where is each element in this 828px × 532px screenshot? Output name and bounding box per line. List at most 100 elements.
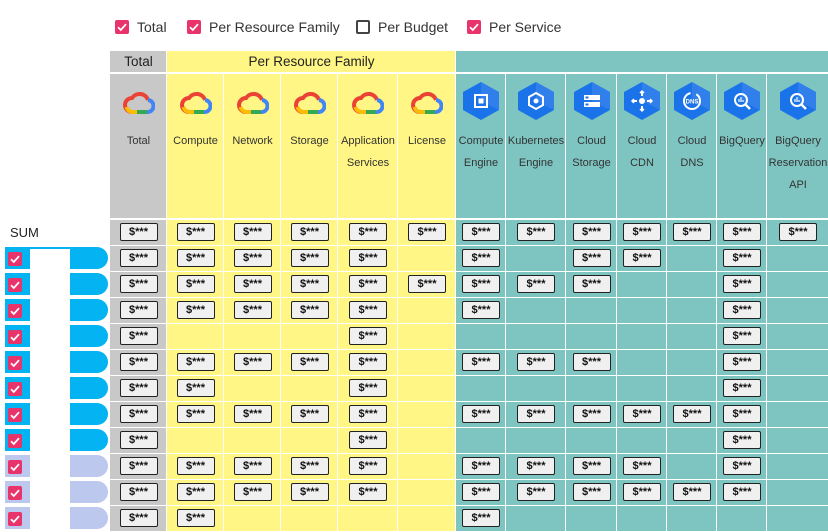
cost-value-button[interactable]: $***: [723, 431, 761, 449]
row-checkbox[interactable]: [8, 460, 22, 474]
cost-value-button[interactable]: $***: [623, 249, 661, 267]
row-checkbox[interactable]: [8, 252, 22, 266]
cost-value-button[interactable]: $***: [462, 483, 500, 501]
cost-value-button[interactable]: $***: [176, 509, 215, 527]
cost-value-button[interactable]: $***: [462, 223, 500, 241]
cost-value-button[interactable]: $***: [176, 249, 215, 267]
cost-value-button[interactable]: $***: [233, 275, 272, 293]
cost-value-button[interactable]: $***: [290, 301, 329, 319]
cost-value-button[interactable]: $***: [119, 405, 158, 423]
cost-value-button[interactable]: $***: [176, 223, 215, 241]
cost-value-button[interactable]: $***: [517, 457, 555, 475]
cost-value-button[interactable]: $***: [233, 249, 272, 267]
cost-value-button[interactable]: $***: [572, 353, 611, 371]
checkbox-checked-icon[interactable]: [467, 20, 481, 34]
row-checkbox[interactable]: [8, 486, 22, 500]
cost-value-button[interactable]: $***: [290, 353, 329, 371]
cost-value-button[interactable]: $***: [290, 249, 329, 267]
cost-value-button[interactable]: $***: [462, 249, 500, 267]
cost-value-button[interactable]: $***: [119, 301, 158, 319]
cost-value-button[interactable]: $***: [349, 405, 387, 423]
cost-value-button[interactable]: $***: [462, 405, 500, 423]
cost-value-button[interactable]: $***: [290, 275, 329, 293]
cost-value-button[interactable]: $***: [462, 457, 500, 475]
cost-value-button[interactable]: $***: [723, 353, 761, 371]
checkbox-checked-icon[interactable]: [187, 20, 201, 34]
cost-value-button[interactable]: $***: [349, 483, 387, 501]
checkbox-checked-icon[interactable]: [115, 20, 129, 34]
cost-value-button[interactable]: $***: [233, 301, 272, 319]
cost-value-button[interactable]: $***: [290, 405, 329, 423]
cost-value-button[interactable]: $***: [723, 327, 761, 345]
cost-value-button[interactable]: $***: [176, 405, 215, 423]
cost-value-button[interactable]: $***: [673, 483, 711, 501]
cost-value-button[interactable]: $***: [408, 275, 446, 293]
cost-value-button[interactable]: $***: [119, 431, 158, 449]
row-checkbox[interactable]: [8, 382, 22, 396]
cost-value-button[interactable]: $***: [572, 249, 611, 267]
cost-value-button[interactable]: $***: [119, 457, 158, 475]
cost-value-button[interactable]: $***: [349, 275, 387, 293]
row-checkbox[interactable]: [8, 278, 22, 292]
cost-value-button[interactable]: $***: [233, 223, 272, 241]
row-checkbox[interactable]: [8, 434, 22, 448]
filter-total[interactable]: Total: [115, 17, 167, 37]
cost-value-button[interactable]: $***: [176, 483, 215, 501]
cost-value-button[interactable]: $***: [723, 483, 761, 501]
cost-value-button[interactable]: $***: [349, 327, 387, 345]
cost-value-button[interactable]: $***: [517, 275, 555, 293]
cost-value-button[interactable]: $***: [233, 353, 272, 371]
cost-value-button[interactable]: $***: [723, 301, 761, 319]
filter-per-resource-family[interactable]: Per Resource Family: [187, 17, 340, 37]
cost-value-button[interactable]: $***: [119, 509, 158, 527]
cost-value-button[interactable]: $***: [623, 457, 661, 475]
cost-value-button[interactable]: $***: [779, 223, 817, 241]
row-checkbox[interactable]: [8, 356, 22, 370]
filter-per-budget[interactable]: Per Budget: [356, 17, 448, 37]
checkbox-unchecked-icon[interactable]: [356, 20, 370, 34]
cost-value-button[interactable]: $***: [572, 483, 611, 501]
cost-value-button[interactable]: $***: [349, 379, 387, 397]
cost-value-button[interactable]: $***: [119, 275, 158, 293]
cost-value-button[interactable]: $***: [462, 301, 500, 319]
cost-value-button[interactable]: $***: [233, 457, 272, 475]
cost-value-button[interactable]: $***: [673, 405, 711, 423]
row-checkbox[interactable]: [8, 512, 22, 526]
cost-value-button[interactable]: $***: [462, 353, 500, 371]
row-checkbox[interactable]: [8, 304, 22, 318]
cost-value-button[interactable]: $***: [517, 483, 555, 501]
row-checkbox[interactable]: [8, 408, 22, 422]
cost-value-button[interactable]: $***: [723, 379, 761, 397]
cost-value-button[interactable]: $***: [176, 379, 215, 397]
cost-value-button[interactable]: $***: [462, 509, 500, 527]
cost-value-button[interactable]: $***: [349, 249, 387, 267]
cost-value-button[interactable]: $***: [572, 405, 611, 423]
cost-value-button[interactable]: $***: [517, 353, 555, 371]
cost-value-button[interactable]: $***: [723, 223, 761, 241]
cost-value-button[interactable]: $***: [119, 353, 158, 371]
cost-value-button[interactable]: $***: [233, 483, 272, 501]
cost-value-button[interactable]: $***: [233, 405, 272, 423]
cost-value-button[interactable]: $***: [623, 405, 661, 423]
cost-value-button[interactable]: $***: [119, 223, 158, 241]
cost-value-button[interactable]: $***: [119, 249, 158, 267]
cost-value-button[interactable]: $***: [723, 405, 761, 423]
cost-value-button[interactable]: $***: [349, 457, 387, 475]
cost-value-button[interactable]: $***: [176, 457, 215, 475]
cost-value-button[interactable]: $***: [517, 223, 555, 241]
cost-value-button[interactable]: $***: [290, 483, 329, 501]
cost-value-button[interactable]: $***: [119, 483, 158, 501]
cost-value-button[interactable]: $***: [462, 275, 500, 293]
cost-value-button[interactable]: $***: [176, 353, 215, 371]
cost-value-button[interactable]: $***: [119, 379, 158, 397]
cost-value-button[interactable]: $***: [349, 301, 387, 319]
cost-value-button[interactable]: $***: [349, 223, 387, 241]
cost-value-button[interactable]: $***: [572, 457, 611, 475]
cost-value-button[interactable]: $***: [723, 249, 761, 267]
cost-value-button[interactable]: $***: [176, 275, 215, 293]
cost-value-button[interactable]: $***: [673, 223, 711, 241]
cost-value-button[interactable]: $***: [572, 223, 611, 241]
cost-value-button[interactable]: $***: [290, 223, 329, 241]
cost-value-button[interactable]: $***: [623, 483, 661, 501]
cost-value-button[interactable]: $***: [408, 223, 446, 241]
